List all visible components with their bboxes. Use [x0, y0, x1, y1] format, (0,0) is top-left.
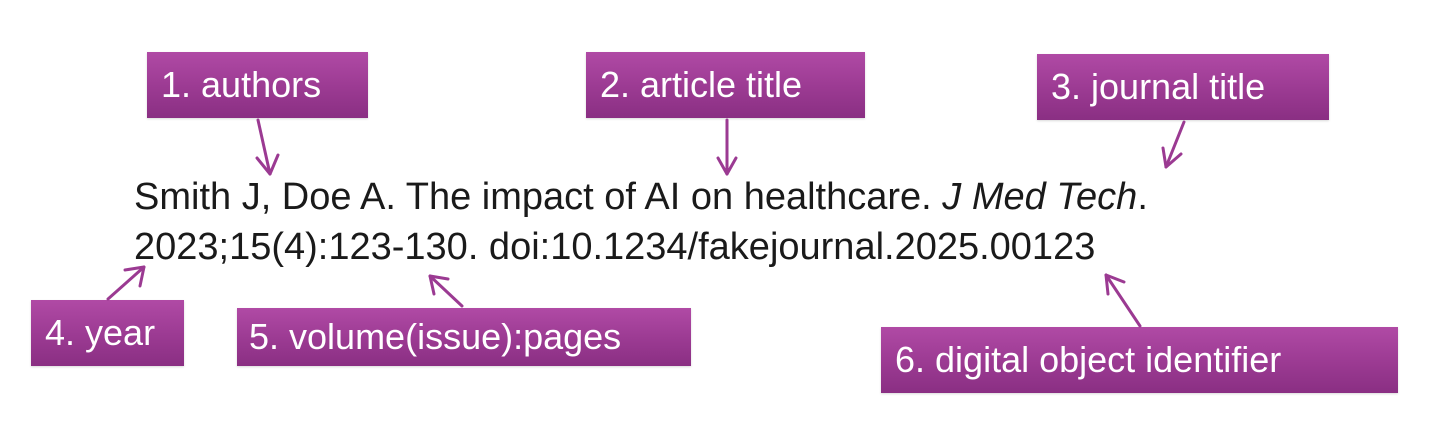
- arrow-authors: [255, 118, 280, 176]
- citation-line-2: 2023;15(4):123-130. doi:10.1234/fakejour…: [134, 226, 1096, 268]
- label-year: 4. year: [31, 300, 184, 366]
- citation-line-1: Smith J, Doe A. The impact of AI on heal…: [134, 178, 1148, 216]
- arrow-journal-title: [1161, 120, 1186, 169]
- arrow-year: [106, 265, 146, 301]
- arrow-article-title: [716, 118, 738, 176]
- label-article-title: 2. article title: [586, 52, 865, 118]
- citation-journal: J Med Tech: [942, 176, 1138, 218]
- citation-authors-title: Smith J, Doe A. The impact of AI on heal…: [134, 176, 943, 218]
- label-doi: 6. digital object identifier: [881, 327, 1398, 393]
- arrow-volume-issue-pages: [428, 274, 464, 308]
- label-journal-title: 3. journal title: [1037, 54, 1329, 120]
- label-volume-issue-pages: 5. volume(issue):pages: [237, 308, 691, 366]
- arrow-doi: [1104, 273, 1142, 328]
- label-authors: 1. authors: [147, 52, 368, 118]
- citation-line1-end: .: [1137, 176, 1148, 218]
